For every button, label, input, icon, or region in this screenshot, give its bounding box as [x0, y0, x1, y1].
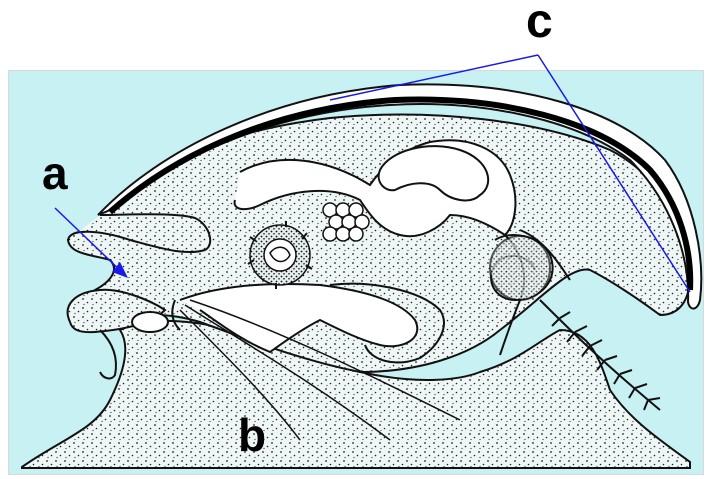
label-c: c	[526, 0, 553, 46]
egg-cluster	[323, 203, 369, 241]
mouth-lip	[100, 330, 116, 378]
statocyst	[132, 312, 168, 332]
label-a: a	[42, 150, 68, 196]
label-b: b	[238, 412, 266, 458]
